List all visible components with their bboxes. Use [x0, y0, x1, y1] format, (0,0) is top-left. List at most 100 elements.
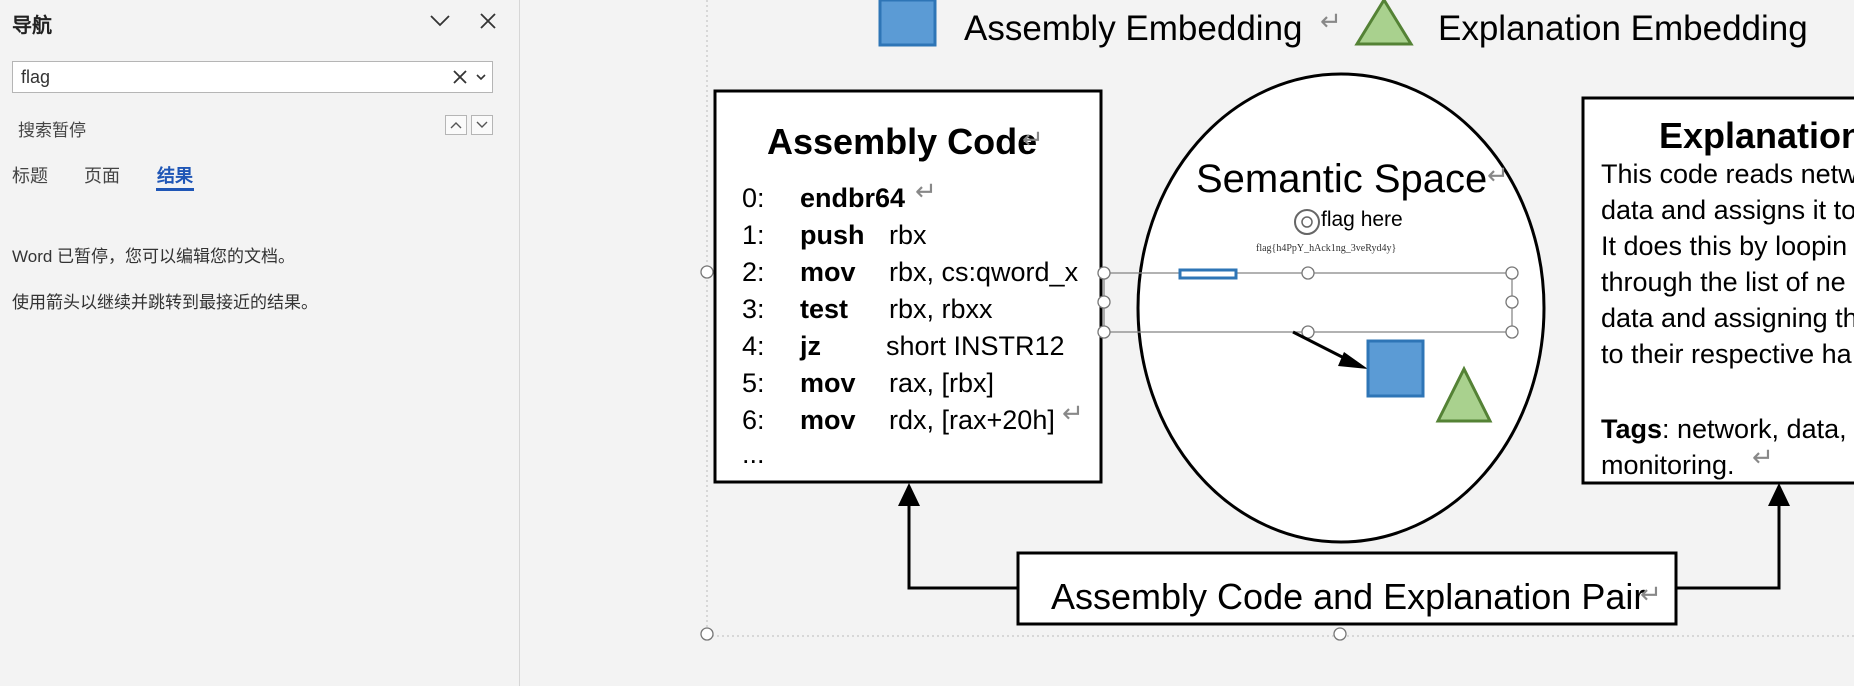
- opcode: push: [800, 220, 865, 250]
- line-number: 4:: [742, 331, 765, 361]
- resize-handle[interactable]: [1097, 325, 1111, 339]
- assembly-line-3: 3: test rbx, rbxx: [742, 294, 993, 324]
- assembly-embedding-square: [1366, 339, 1425, 398]
- resize-handle[interactable]: [1301, 266, 1315, 280]
- operand: rbx: [889, 220, 927, 250]
- semantic-space-circle[interactable]: [1136, 72, 1546, 544]
- continue-hint: 使用箭头以继续并跳转到最接近的结果。: [12, 293, 318, 312]
- line-number: 5:: [742, 368, 765, 398]
- clear-search-button[interactable]: [450, 67, 470, 87]
- operand: rax, [rbx]: [889, 368, 994, 398]
- opcode: mov: [800, 368, 856, 398]
- chevron-down-icon: [430, 15, 450, 27]
- search-box: [12, 61, 493, 93]
- next-result-button[interactable]: [471, 115, 493, 135]
- explanation-line: It does this by loopin: [1601, 231, 1847, 261]
- tags-line-2: monitoring.: [1601, 450, 1735, 480]
- opcode: mov: [800, 405, 856, 435]
- collapse-button[interactable]: [427, 8, 453, 34]
- chevron-up-icon: [450, 122, 462, 129]
- document-area[interactable]: Assembly Embedding Explanation Embedding…: [520, 0, 1854, 686]
- anchor-icon-inner: [1301, 216, 1313, 228]
- opcode: jz: [799, 331, 821, 361]
- active-tab-indicator: [156, 188, 194, 191]
- paused-message: Word 已暂停，您可以编辑您的文档。: [12, 247, 296, 266]
- assembly-line-4: 4: jz short INSTR12: [742, 331, 1065, 361]
- resize-handle[interactable]: [1505, 295, 1519, 309]
- diagram-canvas[interactable]: Assembly Embedding Explanation Embedding…: [520, 0, 1854, 686]
- resize-handle[interactable]: [1097, 295, 1111, 309]
- resize-handle[interactable]: [1505, 266, 1519, 280]
- paragraph-mark: ↵: [915, 176, 937, 206]
- explanation-box[interactable]: [1581, 96, 1854, 485]
- previous-result-button[interactable]: [445, 115, 467, 135]
- search-input[interactable]: [21, 62, 451, 92]
- tab-pages[interactable]: 页面: [84, 166, 120, 186]
- explanation-title: Explanation: [1659, 115, 1854, 156]
- assembly-line-2: 2: mov rbx, cs:qword_x: [742, 257, 1079, 287]
- tags-line: Tags: network, data,: [1601, 414, 1847, 444]
- opcode: mov: [800, 257, 856, 287]
- operand: rbx, cs:qword_x: [889, 257, 1079, 287]
- explanation-line: data and assigning th: [1601, 303, 1854, 333]
- pair-label: Assembly Code and Explanation Pair: [1051, 576, 1645, 617]
- assembly-embedding-legend-square: [878, 0, 937, 47]
- explanation-line: through the list of ne: [1601, 267, 1846, 297]
- paragraph-mark: ↵: [1752, 442, 1774, 472]
- line-number: 6:: [742, 405, 765, 435]
- operand: rbx, rbxx: [889, 294, 993, 324]
- search-options-dropdown[interactable]: [474, 70, 488, 84]
- legend-explanation-label: Explanation Embedding: [1438, 9, 1808, 48]
- pair-to-explanation-arrowhead: [1768, 483, 1790, 506]
- resize-handle[interactable]: [1505, 325, 1519, 339]
- assembly-line-6: 6: mov rdx, [rax+20h] ↵: [742, 398, 1084, 435]
- pair-to-explanation-connector: [1676, 500, 1781, 590]
- assembly-code-box[interactable]: [713, 89, 1103, 484]
- chevron-down-icon: [476, 121, 488, 128]
- resize-handle[interactable]: [1097, 266, 1111, 280]
- assembly-line-5: 5: mov rax, [rbx]: [742, 368, 994, 398]
- paragraph-mark: ↵: [1640, 579, 1662, 609]
- assembly-line-1: 1: push rbx: [742, 220, 927, 250]
- line-number: 0:: [742, 183, 765, 213]
- tags-label: Tags: [1601, 414, 1662, 444]
- opcode: test: [800, 294, 848, 324]
- legend-assembly-label: Assembly Embedding: [964, 9, 1303, 48]
- tab-headings[interactable]: 标题: [12, 166, 48, 186]
- clear-icon: [453, 70, 467, 84]
- search-status: 搜索暂停: [18, 121, 86, 140]
- resize-handle[interactable]: [1333, 627, 1347, 641]
- hidden-square-edge: [1178, 268, 1238, 280]
- assembly-line-0: 0: endbr64 ↵: [742, 176, 937, 213]
- tags-text: : network, data,: [1662, 414, 1847, 444]
- paragraph-mark: ↵: [1487, 160, 1509, 190]
- explanation-line: This code reads netw: [1601, 159, 1854, 189]
- anchor-icon: [1294, 209, 1320, 235]
- paragraph-mark: ↵: [1320, 6, 1342, 36]
- operand: short INSTR12: [886, 331, 1065, 361]
- paragraph-mark: ↵: [1062, 398, 1084, 428]
- navigation-pane: 导航 搜索暂停 标题 页面 结果 Word 已暂停，您可以编辑您的文档。 使用箭…: [0, 0, 520, 686]
- operand: rdx, [rax+20h]: [889, 405, 1055, 435]
- explanation-line: data and assigns it to: [1601, 195, 1854, 225]
- tab-results[interactable]: 结果: [157, 166, 193, 186]
- line-number: 1:: [742, 220, 765, 250]
- close-pane-button[interactable]: [475, 8, 501, 34]
- assembly-code-title: Assembly Code: [767, 121, 1037, 162]
- pair-to-assembly-arrowhead: [898, 483, 920, 506]
- resize-handle[interactable]: [700, 265, 714, 279]
- paragraph-mark: ↵: [1022, 124, 1044, 154]
- resize-handle[interactable]: [700, 627, 714, 641]
- assembly-ellipsis: ...: [742, 439, 765, 469]
- explanation-line: to their respective ha: [1601, 339, 1853, 369]
- pair-to-assembly-connector: [907, 500, 1018, 590]
- line-number: 3:: [742, 294, 765, 324]
- explanation-embedding-triangle: [1435, 365, 1493, 423]
- nav-title: 导航: [12, 15, 52, 37]
- dropdown-icon: [476, 73, 486, 80]
- mapping-arrowhead: [1338, 352, 1368, 369]
- line-number: 2:: [742, 257, 765, 287]
- close-icon: [480, 13, 496, 29]
- flag-value-text: flag{h4PpY_hAck1ng_3veRyd4y}: [1256, 243, 1396, 254]
- opcode: endbr64: [800, 183, 905, 213]
